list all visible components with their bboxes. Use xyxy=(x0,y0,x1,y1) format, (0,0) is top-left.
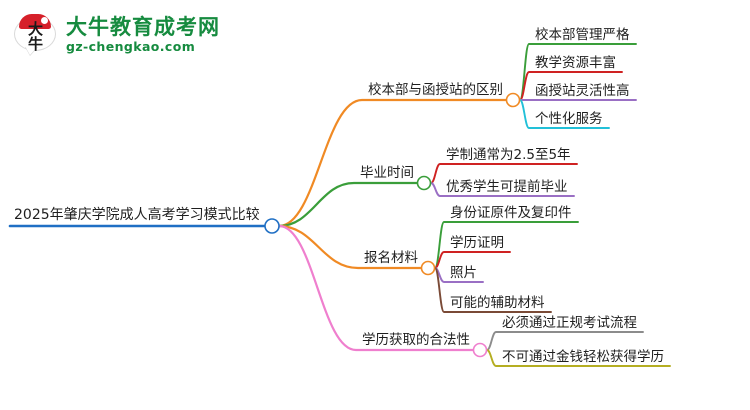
leaf-node-label-3-1[interactable]: 身份证原件及复印件 xyxy=(450,205,572,221)
logo-glyph-line-2: 牛 xyxy=(27,35,43,53)
leaf-node-label-3-4[interactable]: 可能的辅助材料 xyxy=(450,295,545,311)
logo-red-cap-icon xyxy=(19,14,51,29)
leaf-node-label-3-2[interactable]: 学历证明 xyxy=(450,235,504,251)
branch-node-label-2[interactable]: 毕业时间 xyxy=(360,165,414,181)
leaf-node-label-3-3[interactable]: 照片 xyxy=(450,265,477,281)
speech-bubble-logo-icon: 大 牛 xyxy=(12,13,58,57)
brand-url: gz-chengkao.com xyxy=(66,39,196,54)
leaf-node-label-1-4[interactable]: 个性化服务 xyxy=(535,111,603,127)
branch-node-label-3[interactable]: 报名材料 xyxy=(364,250,418,266)
leaf-node-label-4-1[interactable]: 必须通过正规考试流程 xyxy=(502,315,637,331)
leaf-node-label-1-1[interactable]: 校本部管理严格 xyxy=(535,27,630,43)
root-node-label[interactable]: 2025年肇庆学院成人高考学习模式比较 xyxy=(14,207,260,223)
leaf-node-label-2-2[interactable]: 优秀学生可提前毕业 xyxy=(446,179,568,195)
logo-glyph-line-1: 大 xyxy=(27,20,43,38)
logo-text-block: 大牛教育成考网 gz-chengkao.com xyxy=(66,15,220,55)
logo-bubble-tail xyxy=(25,46,38,55)
logo-glyph-text: 大 牛 xyxy=(12,22,58,52)
branch-node-label-1[interactable]: 校本部与函授站的区别 xyxy=(368,82,503,98)
leaf-node-label-2-1[interactable]: 学制通常为2.5至5年 xyxy=(446,147,571,163)
leaf-node-label-4-2[interactable]: 不可通过金钱轻松获得学历 xyxy=(502,349,664,365)
leaf-node-label-1-2[interactable]: 教学资源丰富 xyxy=(535,55,616,71)
brand-name: 大牛教育成考网 xyxy=(66,15,220,39)
site-logo-header: 大 牛 大牛教育成考网 gz-chengkao.com xyxy=(12,10,332,60)
leaf-node-label-1-3[interactable]: 函授站灵活性高 xyxy=(535,83,630,99)
branch-node-label-4[interactable]: 学历获取的合法性 xyxy=(362,332,470,348)
